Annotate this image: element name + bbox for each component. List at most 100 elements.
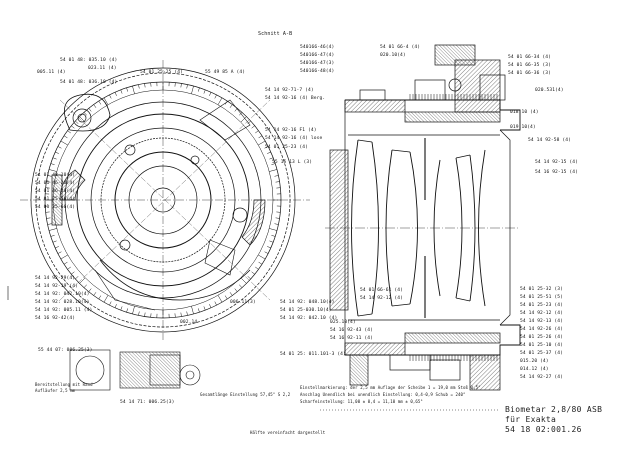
tick-mark xyxy=(255,266,259,270)
tick-mark xyxy=(180,312,182,317)
tick-mark xyxy=(197,308,200,313)
part-label: 54 14 92-58 (4) xyxy=(528,138,571,143)
tick-mark xyxy=(47,175,52,177)
section-view xyxy=(325,44,521,391)
part-label: 54 14 92: 042.10 (4) xyxy=(280,316,338,321)
part-label: 54 01 48: 036.10 (4) xyxy=(60,80,118,85)
tick-mark xyxy=(247,276,251,280)
tick-mark xyxy=(48,228,57,231)
tick-mark xyxy=(114,304,117,308)
section-label: Schnitt A-B xyxy=(258,31,293,37)
part-label: 540166-46(4) xyxy=(300,45,335,50)
tick-mark xyxy=(251,271,255,275)
tick-mark xyxy=(247,120,251,124)
tick-mark xyxy=(46,217,51,219)
tick-mark xyxy=(67,266,71,270)
part-label: 54 14 92-15 (4) xyxy=(535,160,578,165)
tick-mark xyxy=(258,140,266,146)
tick-mark xyxy=(214,301,217,306)
tick-mark xyxy=(57,146,62,149)
tick-mark xyxy=(191,85,194,94)
tick-mark xyxy=(71,271,75,275)
tick-mark xyxy=(132,306,135,315)
note-text: Gesamtlänge Einstellung 57,45° S 2,2 xyxy=(200,392,291,397)
tick-mark xyxy=(52,240,57,243)
tick-mark xyxy=(240,277,247,284)
tick-mark xyxy=(48,169,57,172)
part-label: 54 01 25-030.10(4) xyxy=(280,308,332,313)
tick-mark xyxy=(217,97,223,105)
part-label: 55 49 85 A (4) xyxy=(205,70,246,75)
part-label: 54 14 92-16 (4) Berg. xyxy=(265,96,326,101)
tick-mark xyxy=(93,292,97,296)
tick-mark xyxy=(180,83,182,88)
tick-mark xyxy=(239,284,243,288)
tick-mark xyxy=(258,254,266,260)
tick-mark xyxy=(83,284,87,288)
part-label: 54 14 92-19 (4) xyxy=(35,284,78,289)
tick-mark xyxy=(264,146,269,149)
front-view xyxy=(20,60,310,340)
part-label: 54 01 25-37 (4) xyxy=(520,351,563,356)
note-text: Anschlag Unendlich bei unendlich Einstel… xyxy=(300,392,466,397)
part-label: 54 14 92-12 (4) xyxy=(520,311,563,316)
tick-mark xyxy=(267,246,271,249)
tick-mark xyxy=(240,116,247,123)
tick-mark xyxy=(274,223,279,225)
tick-mark xyxy=(251,125,255,129)
part-label: 54 16 92-42(4) xyxy=(35,316,76,321)
tick-mark xyxy=(75,276,79,280)
tick-mark xyxy=(269,169,278,172)
tick-mark xyxy=(55,151,59,154)
tick-mark xyxy=(55,246,59,249)
part-label: 54 01 66-34 (4) xyxy=(508,55,551,60)
tick-mark xyxy=(60,254,68,260)
part-label: 540166-47(4) xyxy=(300,53,335,58)
part-label: 002.14 xyxy=(180,320,198,325)
tick-mark xyxy=(71,125,75,129)
tick-mark xyxy=(271,234,276,237)
part-label: 54 14 92: 042.10(4) xyxy=(35,292,90,297)
part-label: 020.531(4) xyxy=(535,88,564,93)
part-label: 54 01 25-32 (3) xyxy=(520,287,563,292)
part-label: 55 44 07: 006.25(3) xyxy=(38,348,93,353)
tick-mark xyxy=(217,295,223,303)
part-label: 54 14 92-26 (4) xyxy=(520,327,563,332)
note-text: Einstellmarkierung: der 2,5 mm Auflage d… xyxy=(300,385,481,390)
note-text: Scharfeinstellung: 11,00 ± 0,4 = 11,10 m… xyxy=(300,399,423,404)
part-label: Bereitstellung mit Rand xyxy=(35,382,93,387)
part-label: 006.11(3) xyxy=(230,300,256,305)
part-label: 54 01 48-10(4) xyxy=(35,173,76,178)
tick-mark xyxy=(209,92,212,96)
part-label: 54 14 92-29(4) xyxy=(35,276,76,281)
part-label: 54 16 92-43 (4) xyxy=(330,328,373,333)
tick-mark xyxy=(258,261,263,265)
tick-mark xyxy=(67,130,71,134)
tick-mark xyxy=(258,135,263,139)
part-label: 025.10(4) xyxy=(330,320,356,325)
part-label: 54 01 25-51 (5) xyxy=(520,295,563,300)
part-label: 55 15 13 L (3) xyxy=(272,160,313,165)
tick-mark xyxy=(109,94,112,99)
tick-mark xyxy=(269,240,274,243)
part-label: 014.12 (4) xyxy=(520,367,549,372)
part-label: 54 01 25-56(4) xyxy=(35,197,76,202)
part-label: Aufläufer 2,5 mm xyxy=(35,388,76,393)
legend-note: Hälfte vereinfacht dargestellt xyxy=(250,430,326,435)
tick-mark xyxy=(79,277,86,284)
tick-mark xyxy=(274,175,279,177)
tick-mark xyxy=(224,295,228,300)
part-label: 54 01 66-61 (4) xyxy=(360,288,403,293)
part-label: 540166-48(4) xyxy=(300,69,335,74)
tick-mark xyxy=(209,304,212,308)
part-label: 54 01 46-20(4) xyxy=(35,181,76,186)
tick-mark xyxy=(63,135,68,139)
tick-mark xyxy=(120,89,123,94)
part-label: 54 14 92-27 (4) xyxy=(520,375,563,380)
part-label: 54 01 66-36 (3) xyxy=(508,71,551,76)
tick-mark xyxy=(46,181,51,183)
tick-mark xyxy=(138,84,140,89)
tick-mark xyxy=(144,83,146,88)
